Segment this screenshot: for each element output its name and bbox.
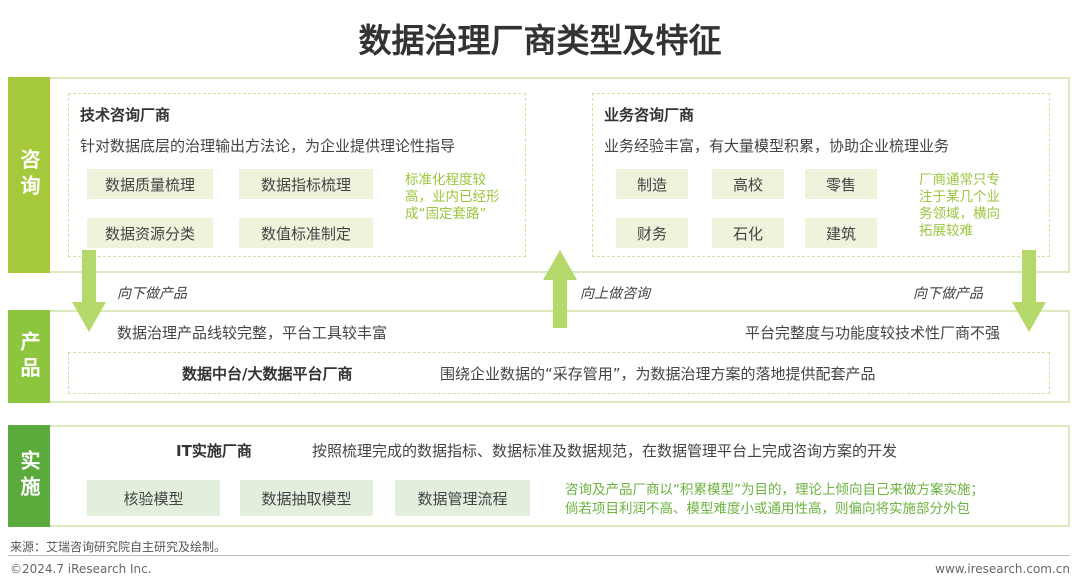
arrow-down-right-icon <box>1012 250 1046 332</box>
platform-vendor-heading: 数据中台/大数据平台厂商 <box>182 365 353 383</box>
source-note: 来源：艾瑞咨询研究院自主研究及绘制。 <box>10 540 227 554</box>
tech-consult-desc: 针对数据底层的治理输出方法论，为企业提供理论性指导 <box>80 137 456 155</box>
product-left-text: 数据治理产品线较完整，平台工具较丰富 <box>117 324 388 342</box>
footer-divider <box>8 555 1070 556</box>
tag: 建筑 <box>805 218 877 248</box>
copyright: ©2024.7 iResearch Inc. <box>10 562 152 576</box>
tag: 石化 <box>712 218 784 248</box>
tag: 高校 <box>712 169 784 199</box>
impl-band-label: 实施 <box>17 450 41 502</box>
impl-band: 实施 <box>8 425 50 527</box>
tag: 数据抽取模型 <box>240 480 373 516</box>
biz-consult-note: 厂商通常只专注于某几个业务领域，横向拓展较难 <box>919 172 1000 239</box>
tech-consult-box <box>68 93 526 257</box>
biz-consult-heading: 业务咨询厂商 <box>604 106 695 124</box>
tag: 核验模型 <box>87 480 220 516</box>
impl-vendor-desc: 按照梳理完成的数据指标、数据标准及数据规范，在数据管理平台上完成咨询方案的开发 <box>312 442 898 460</box>
tag: 数据管理流程 <box>395 480 530 516</box>
biz-consult-box <box>592 93 1050 257</box>
tag: 财务 <box>616 218 688 248</box>
product-band-label: 产品 <box>17 330 41 383</box>
tag: 数值标准制定 <box>239 218 373 248</box>
platform-vendor-desc: 围绕企业数据的“采存管用”，为数据治理方案的落地提供配套产品 <box>440 365 876 383</box>
arrow-label-middle: 向上做咨询 <box>580 286 650 302</box>
tag: 数据质量梳理 <box>87 169 213 199</box>
tag: 零售 <box>805 169 877 199</box>
arrow-down-left-icon <box>72 250 106 332</box>
arrow-up-middle-icon <box>543 250 577 328</box>
impl-vendor-heading: IT实施厂商 <box>176 442 252 460</box>
tag: 数据资源分类 <box>87 218 213 248</box>
arrow-label-left: 向下做产品 <box>117 286 187 302</box>
tech-consult-heading: 技术咨询厂商 <box>80 106 171 124</box>
biz-consult-desc: 业务经验丰富，有大量模型积累，协助企业梳理业务 <box>604 137 950 155</box>
site-url: www.iresearch.com.cn <box>935 562 1070 576</box>
impl-note-line2: 倘若项目利润不高、模型难度小或通用性高，则偏向将实施部分外包 <box>565 501 970 517</box>
arrow-label-right: 向下做产品 <box>913 286 983 302</box>
page-title: 数据治理厂商类型及特征 <box>358 21 722 60</box>
tech-consult-note: 标准化程度较高，业内已经形成“固定套路” <box>405 172 500 222</box>
impl-note-line1: 咨询及产品厂商以“积累模型”为目的，理论上倾向自己来做方案实施； <box>565 482 984 498</box>
tag: 制造 <box>616 169 688 199</box>
product-right-text: 平台完整度与功能度较技术性厂商不强 <box>744 324 1000 342</box>
tag: 数据指标梳理 <box>239 169 373 199</box>
product-band: 产品 <box>8 310 50 403</box>
consult-band: 咨询 <box>8 77 50 273</box>
platform-vendor-box <box>68 352 1050 394</box>
consult-band-label: 咨询 <box>17 149 41 201</box>
